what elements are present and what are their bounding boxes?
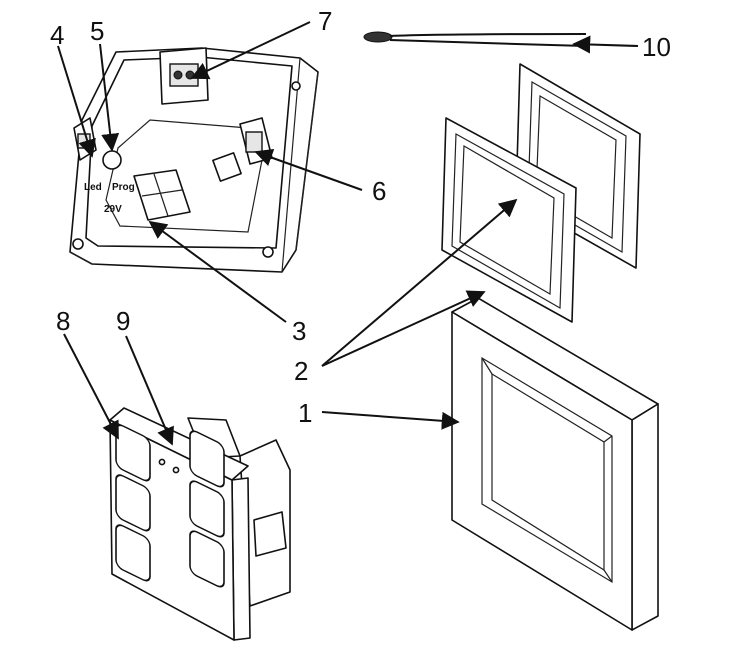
button-front-panel xyxy=(109,407,291,641)
leader-9 xyxy=(125,335,174,446)
voltage-label: 29V xyxy=(104,204,122,215)
top-terminal-block xyxy=(159,47,209,105)
leader-10 xyxy=(572,35,639,54)
center-connector xyxy=(133,169,191,221)
callout-5: 5 xyxy=(90,16,104,46)
callout-8: 8 xyxy=(56,306,70,336)
callout-2: 2 xyxy=(294,356,308,386)
adapter-frame-front xyxy=(441,117,577,323)
leader-5 xyxy=(99,43,120,152)
callout-3: 3 xyxy=(292,316,306,346)
leader-lines xyxy=(57,21,639,446)
callout-numbers: 4 5 7 6 3 2 1 8 9 10 xyxy=(50,6,671,428)
leader-1 xyxy=(321,411,460,430)
leader-2a xyxy=(321,198,518,367)
led-indicator xyxy=(102,150,122,170)
callout-7: 7 xyxy=(318,6,332,36)
prog-label: Prog xyxy=(112,182,135,193)
led-label: Led xyxy=(84,182,102,193)
leader-6 xyxy=(254,148,363,191)
status-led-left xyxy=(158,458,166,466)
temperature-probe xyxy=(363,31,587,47)
leader-8 xyxy=(63,333,119,440)
status-led-right xyxy=(172,466,180,474)
callout-9: 9 xyxy=(116,306,130,336)
callout-6: 6 xyxy=(372,176,386,206)
base-module: Led Prog 29V xyxy=(69,47,319,273)
leader-4 xyxy=(57,45,96,158)
leader-2b xyxy=(321,290,486,367)
cover-frame xyxy=(451,297,659,631)
leader-3 xyxy=(148,220,287,323)
callout-4: 4 xyxy=(50,20,64,50)
leader-7 xyxy=(190,21,311,80)
callout-1: 1 xyxy=(298,398,312,428)
callout-10: 10 xyxy=(642,32,671,62)
